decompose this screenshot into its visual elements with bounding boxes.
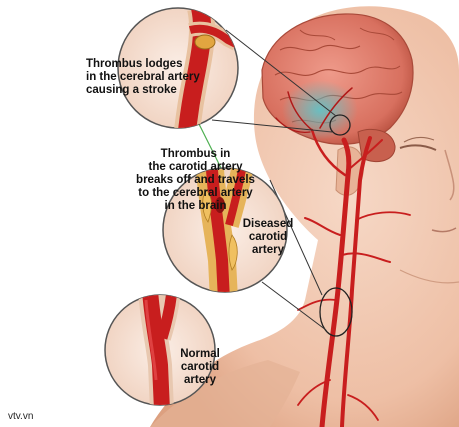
normal-label-line: Normal [170,348,230,361]
carotid-label-line: Thrombus in [108,148,283,161]
diseased-label-line: carotid [238,231,298,244]
lodged-thrombus [195,35,215,49]
carotid-label-line: the carotid artery [108,161,283,174]
normal-carotid-label: Normal carotid artery [170,348,230,387]
source-credit: vtv.vn [8,410,33,423]
diseased-label-line: artery [238,244,298,257]
carotid-label-line: to the cerebral artery [108,187,283,200]
stroke-label-line: in the cerebral artery [86,71,204,84]
carotid-thrombus-label: Thrombus in the carotid artery breaks of… [108,148,283,213]
carotid-label-line: in the brain [108,200,283,213]
stroke-label-line: Thrombus lodges [86,58,204,71]
normal-label-line: carotid [170,361,230,374]
normal-label-line: artery [170,374,230,387]
stroke-label-line: causing a stroke [86,84,204,97]
carotid-label-line: breaks off and travels [108,174,283,187]
stroke-label: Thrombus lodges in the cerebral artery c… [86,58,204,97]
diseased-carotid-label: Diseased carotid artery [238,218,298,257]
diseased-label-line: Diseased [238,218,298,231]
